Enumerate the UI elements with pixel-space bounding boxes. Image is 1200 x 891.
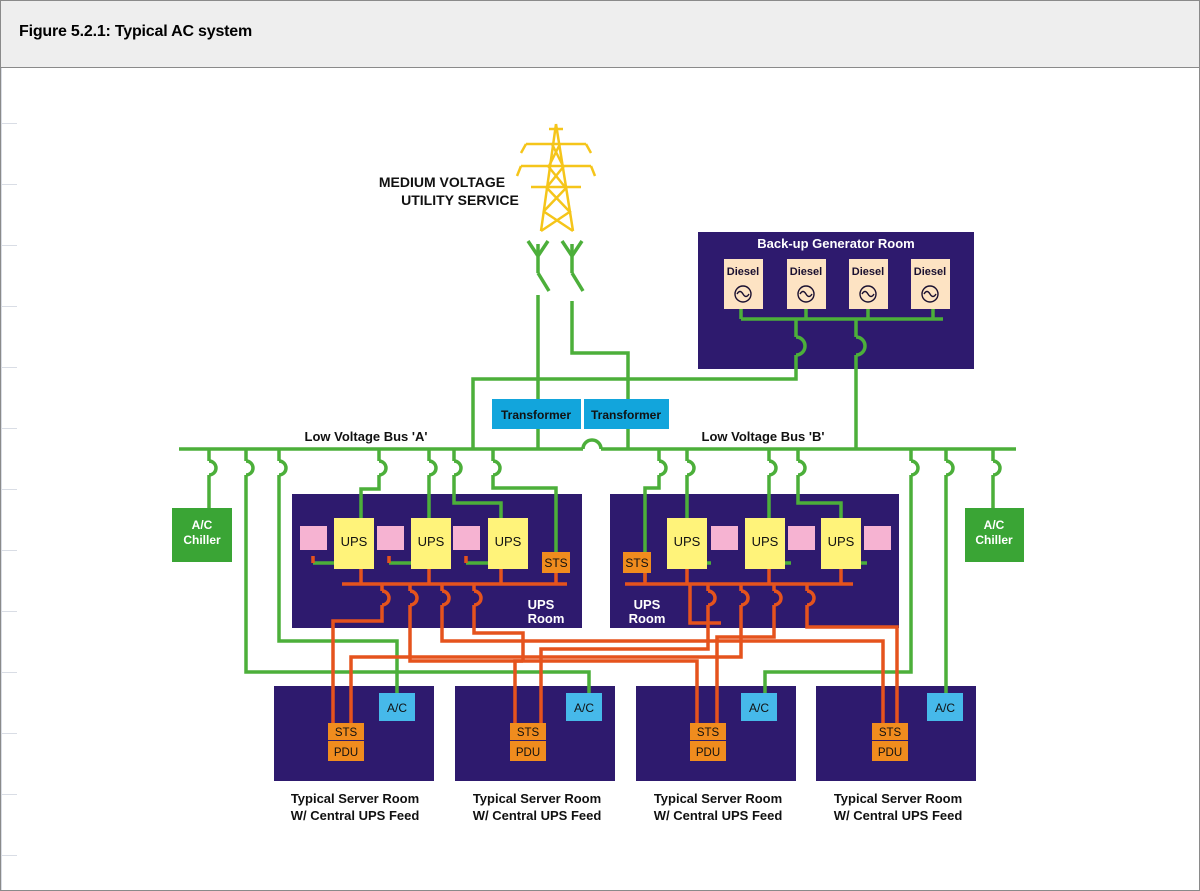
orange-breakers (381, 589, 816, 607)
battery-a-2 (377, 526, 404, 550)
pdu-room-3 (690, 741, 726, 761)
figure-header: Figure 5.2.1: Typical AC system (1, 1, 1199, 68)
green-breakers (208, 272, 1002, 477)
chiller-a (172, 508, 232, 562)
server-room-3-caption1: Typical Server Room (654, 791, 782, 806)
green-feeders (179, 240, 1016, 693)
sts-room-3 (690, 723, 726, 740)
ups-a-1 (334, 518, 374, 569)
sts-room-2-label: STS (517, 727, 540, 739)
utility-label-line2: UTILITY SERVICE (401, 192, 519, 208)
ups-a-3 (488, 518, 528, 569)
ups-b-2 (745, 518, 785, 569)
diesel-label-4: Diesel (914, 266, 946, 278)
sts-room-4-label: STS (879, 727, 902, 739)
ups-room-b-equipment: STS UPS UPS UPS UPS Room (623, 518, 891, 626)
server-room-4-equipment: A/C STS PDU (872, 693, 963, 761)
bus-b-label: Low Voltage Bus 'B' (702, 429, 825, 444)
chiller-b-line2: Chiller (975, 533, 1013, 547)
ups-a-1-label: UPS (341, 534, 368, 549)
server-room-2-caption1: Typical Server Room (473, 791, 601, 806)
ac-unit-3 (741, 693, 777, 721)
sts-room-3-label: STS (697, 727, 720, 739)
ac-unit-4-label: A/C (935, 701, 955, 715)
diesel-label-2: Diesel (790, 266, 822, 278)
sts-room-1 (328, 723, 364, 740)
pdu-room-1 (328, 741, 364, 761)
chiller-a-line1: A/C (192, 518, 213, 532)
pdu-room-2 (510, 741, 546, 761)
ups-b-2-label: UPS (752, 534, 779, 549)
transformer-b-label: Transformer (591, 408, 661, 422)
server-room-1-caption2: W/ Central UPS Feed (291, 808, 420, 823)
chiller-b (965, 508, 1024, 562)
server-room-1-caption1: Typical Server Room (291, 791, 419, 806)
battery-a-3 (453, 526, 480, 550)
battery-b-2 (788, 526, 815, 550)
server-room-1-equipment: A/C STS PDU (328, 693, 415, 761)
sts-room-4 (872, 723, 908, 740)
server-room-4-caption2: W/ Central UPS Feed (834, 808, 963, 823)
diesel-box-4 (911, 259, 950, 309)
ups-b-3-label: UPS (828, 534, 855, 549)
utility-label-line1: MEDIUM VOLTAGE (379, 174, 505, 190)
ups-room-a-equipment: UPS UPS UPS STS UPS Room (300, 518, 570, 626)
sts-a (542, 552, 570, 573)
server-room-4-caption1: Typical Server Room (834, 791, 962, 806)
ups-room-a-label2: Room (528, 611, 565, 626)
diesel-box-3 (849, 259, 888, 309)
ups-room-b-label2: Room (629, 611, 666, 626)
diesel-box-2 (787, 259, 826, 309)
diesel-label-1: Diesel (727, 266, 759, 278)
battery-b-3 (864, 526, 891, 550)
diesel-generators: Diesel Diesel Diesel Diesel (724, 259, 950, 309)
ups-a-2-label: UPS (418, 534, 445, 549)
ac-unit-4 (927, 693, 963, 721)
ac-unit-1-label: A/C (387, 701, 407, 715)
chiller-a-line2: Chiller (183, 533, 221, 547)
ac-system-diagram: MEDIUM VOLTAGE UTILITY SERVICE Back-up G… (172, 123, 1024, 823)
transformer-b (584, 399, 669, 429)
pdu-room-4 (872, 741, 908, 761)
transformer-a (492, 399, 581, 429)
generator-room-title: Back-up Generator Room (757, 236, 914, 251)
sts-b (623, 552, 651, 573)
ups-b-3 (821, 518, 861, 569)
ups-a-2 (411, 518, 451, 569)
ac-unit-2-label: A/C (574, 701, 594, 715)
pdu-room-2-label: PDU (516, 747, 540, 759)
sts-room-1-label: STS (335, 727, 358, 739)
diesel-label-3: Diesel (852, 266, 884, 278)
ups-room-a-label1: UPS (528, 597, 555, 612)
sts-room-2 (510, 723, 546, 740)
sts-a-label: STS (544, 556, 567, 570)
transmission-tower-icon (515, 123, 597, 233)
pdu-room-3-label: PDU (696, 747, 720, 759)
battery-a-1 (300, 526, 327, 550)
ac-unit-3-label: A/C (749, 701, 769, 715)
ac-source-icon (734, 285, 939, 303)
server-room-3-equipment: A/C STS PDU (690, 693, 777, 761)
ac-unit-2 (566, 693, 602, 721)
orange-feeders (311, 556, 899, 723)
ups-room-b-label1: UPS (634, 597, 661, 612)
sts-b-label: STS (625, 556, 648, 570)
pdu-room-4-label: PDU (878, 747, 902, 759)
ups-b-1 (667, 518, 707, 569)
server-room-2-caption2: W/ Central UPS Feed (473, 808, 602, 823)
chiller-b-line1: A/C (984, 518, 1005, 532)
figure-title: Figure 5.2.1: Typical AC system (19, 23, 252, 40)
ups-a-3-label: UPS (495, 534, 522, 549)
ups-b-1-label: UPS (674, 534, 701, 549)
server-room-2-equipment: A/C STS PDU (510, 693, 602, 761)
bus-a-label: Low Voltage Bus 'A' (305, 429, 428, 444)
diesel-box-1 (724, 259, 763, 309)
ac-unit-1 (379, 693, 415, 721)
battery-b-1 (711, 526, 738, 550)
pdu-room-1-label: PDU (334, 747, 358, 759)
transformer-a-label: Transformer (501, 408, 571, 422)
diagram-canvas: MEDIUM VOLTAGE UTILITY SERVICE Back-up G… (17, 68, 1199, 890)
server-room-3-caption2: W/ Central UPS Feed (654, 808, 783, 823)
